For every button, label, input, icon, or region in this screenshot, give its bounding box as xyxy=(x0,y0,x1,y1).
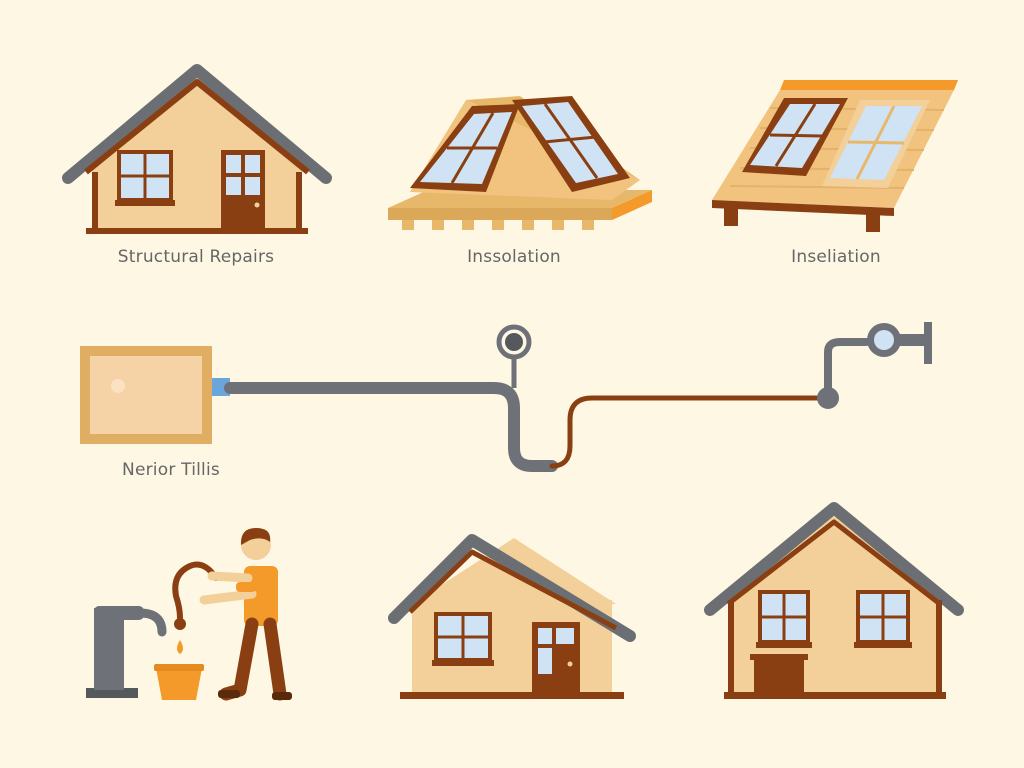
label-insulation-flat-roof: Inseliation xyxy=(791,247,881,267)
house-icon xyxy=(62,64,332,234)
pipe-network-icon xyxy=(224,322,932,472)
house-with-bucket-icon xyxy=(704,502,964,699)
worker-at-water-pump-icon xyxy=(86,528,292,701)
label-structural-repairs: Structural Repairs xyxy=(117,247,275,267)
small-house-icon xyxy=(388,534,636,699)
wall-panel-icon xyxy=(80,346,230,444)
label-interior-finishes: Nerior Tillis xyxy=(122,460,220,480)
roof-solar-panel-icon xyxy=(388,96,652,230)
label-insulation-roof: Inssolation xyxy=(467,247,561,267)
flat-roof-solar-panel-icon xyxy=(712,80,958,232)
